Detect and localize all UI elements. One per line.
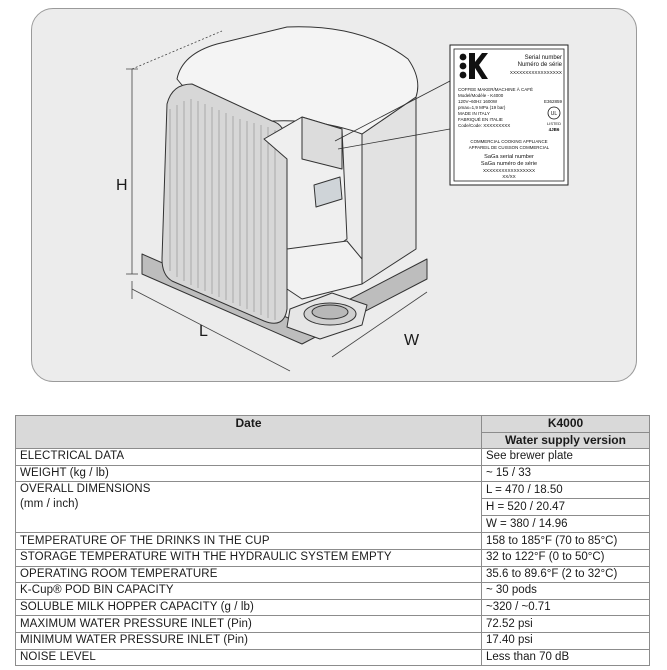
- row-value: ~ 30 pods: [481, 582, 650, 600]
- row-label: MAXIMUM WATER PRESSURE INLET (Pin): [15, 615, 482, 633]
- row-value: 32 to 122°F (0 to 50°C): [481, 548, 650, 567]
- row-value: ~ 15 / 33: [481, 464, 650, 483]
- row-label: WEIGHT (kg / lb): [15, 464, 482, 483]
- serial-label-fr: Numéro de série: [518, 62, 563, 68]
- table-row: TEMPERATURE OF THE DRINKS IN THE CUP 158…: [15, 532, 650, 550]
- table-row: OPERATING ROOM TEMPERATURE 35.6 to 89.6°…: [15, 565, 650, 584]
- machine-drawing: H L W: [116, 26, 569, 372]
- row-label: SOLUBLE MILK HOPPER CAPACITY (g / lb): [15, 598, 482, 617]
- table-row: SOLUBLE MILK HOPPER CAPACITY (g / lb) ~3…: [15, 598, 650, 617]
- plate-line-3: pmax=1,9 MPa (19 bar): [458, 105, 506, 110]
- table-row: MAXIMUM WATER PRESSURE INLET (Pin) 72.52…: [15, 615, 650, 633]
- row-label: TEMPERATURE OF THE DRINKS IN THE CUP: [15, 532, 482, 550]
- cert-mark-1: UL: [551, 111, 558, 117]
- saga-label-en: SaGa serial number: [484, 154, 534, 160]
- row-value: 35.6 to 89.6°F (2 to 32°C): [481, 565, 650, 584]
- header-version: Water supply version: [481, 431, 650, 450]
- row-label: ELECTRICAL DATA: [15, 448, 482, 466]
- row-label-line-1: OVERALL DIMENSIONS: [20, 483, 151, 496]
- cert-mark-2: LISTED: [547, 121, 561, 126]
- table-row: OVERALL DIMENSIONS (mm / inch) L = 470 /…: [15, 481, 650, 534]
- serial-label-en: Serial number: [525, 55, 562, 61]
- table-row: NOISE LEVEL Less than 70 dB: [15, 648, 650, 667]
- rating-plate: Serial number Numéro de série XXXXXXXXXX…: [449, 44, 569, 186]
- table-row: MINIMUM WATER PRESSURE INLET (Pin) 17.40…: [15, 631, 650, 650]
- saga-value: XXXXXXXXXXXXXXXXX: [483, 168, 535, 173]
- cert-code: E362859: [544, 99, 563, 104]
- header-model: K4000: [481, 415, 650, 433]
- row-label: OPERATING ROOM TEMPERATURE: [15, 565, 482, 584]
- row-value: Less than 70 dB: [481, 648, 650, 667]
- table-header-row: Date K4000: [15, 414, 650, 450]
- row-value-multi: L = 470 / 18.50 H = 520 / 20.47 W = 380 …: [481, 481, 650, 534]
- table-header-row-2: Water supply version: [16, 431, 650, 450]
- plate-line-4: MADE IN ITALY: [458, 111, 490, 116]
- row-label: K-Cup® POD BIN CAPACITY: [15, 582, 482, 600]
- machine-body: [141, 26, 428, 345]
- row-value: 17.40 psi: [481, 631, 650, 650]
- row-value: ~320 / ~0.71: [481, 598, 650, 617]
- dimension-w-value: W = 380 / 14.96: [486, 518, 568, 531]
- row-label: MINIMUM WATER PRESSURE INLET (Pin): [15, 631, 482, 650]
- dimension-w-label: W: [404, 332, 420, 349]
- brand-logo-icon: [459, 53, 488, 79]
- saga-label-fr: SaGa numéro de série: [481, 161, 537, 167]
- dimension-lines: [126, 30, 428, 372]
- row-label: STORAGE TEMPERATURE WITH THE HYDRAULIC S…: [15, 548, 482, 567]
- plate-line-5: FABRIQUÉ EN ITALIE: [458, 116, 503, 122]
- plate-line-1: Model/Modèle - K4000: [458, 93, 504, 98]
- table-row: WEIGHT (kg / lb) ~ 15 / 33: [15, 464, 650, 483]
- row-label: NOISE LEVEL: [15, 648, 482, 667]
- plate-line-0: COFFEE MAKER/MACHINE À CAFÉ: [458, 86, 533, 92]
- row-value: See brewer plate: [481, 448, 650, 466]
- figure-panel: H L W: [31, 8, 637, 382]
- cert-code-2: 4JB6: [549, 127, 560, 132]
- plate-line-6: Code/Code: XXXXXXXXX: [458, 123, 510, 128]
- row-label: OVERALL DIMENSIONS (mm / inch): [15, 481, 482, 534]
- specifications-table: Date K4000 Water supply version ELECTRIC…: [15, 414, 650, 667]
- row-value: 72.52 psi: [481, 615, 650, 633]
- table-row: ELECTRICAL DATA See brewer plate: [15, 448, 650, 466]
- row-label-line-2: (mm / inch): [20, 498, 79, 511]
- dimension-l-value: L = 470 / 18.50: [482, 483, 649, 500]
- ul-certification-icon: UL: [547, 106, 561, 120]
- dimension-h-value: H = 520 / 20.47: [482, 499, 649, 517]
- plate-line-2: 120V~60Hz 1600W: [458, 99, 498, 104]
- dimension-h-label: H: [116, 177, 128, 194]
- serial-value: XXXXXXXXXXXXXXXXX: [510, 70, 562, 75]
- table-row: K-Cup® POD BIN CAPACITY ~ 30 pods: [15, 582, 650, 600]
- header-left: Date: [15, 414, 482, 450]
- table-row: STORAGE TEMPERATURE WITH THE HYDRAULIC S…: [15, 548, 650, 567]
- commercial-fr: APPAREIL DE CUISSON COMMERCIAL: [469, 145, 550, 150]
- saga-sub: XX/XX: [502, 174, 516, 179]
- row-value: 158 to 185°F (70 to 85°C): [481, 532, 650, 550]
- commercial-en: COMMERCIAL COOKING APPLIANCE: [470, 139, 547, 144]
- dimension-l-label: L: [199, 323, 208, 340]
